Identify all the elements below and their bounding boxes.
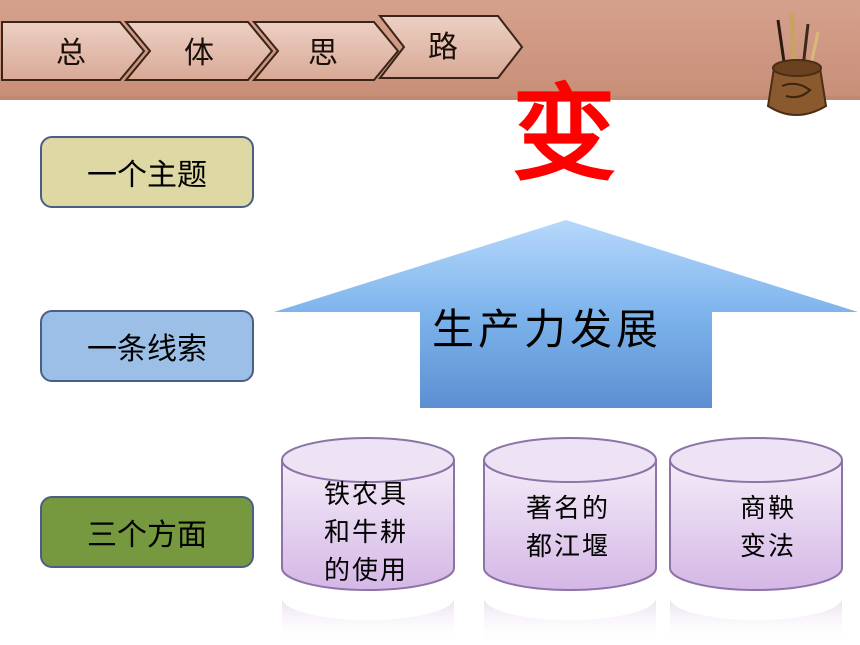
up-arrow-shape [274, 220, 858, 408]
cylinder-2-line-2: 都江堰 [525, 532, 610, 562]
thread-box: 一条线索 [40, 310, 254, 382]
step-label-2: 体 [184, 36, 214, 71]
cylinder-1-line-3: 的使用 [323, 556, 408, 586]
cylinder-1-line-2: 和牛耕 [323, 518, 408, 548]
chevron-step-3 [251, 21, 400, 81]
chevron-steps [1, 15, 524, 81]
cylinder-2 [483, 437, 657, 645]
aspects-box: 三个方面 [40, 496, 254, 568]
cylinder-3-line-1: 商鞅 [739, 494, 796, 524]
cylinder-2-text: 著名的 都江堰 [494, 490, 642, 566]
theme-box-label: 一个主题 [87, 158, 207, 193]
aspect-cylinders [281, 437, 843, 645]
cylinder-1-line-1: 铁农具 [323, 480, 408, 510]
cylinder-2-line-1: 著名的 [525, 494, 610, 524]
cylinder-3 [669, 437, 843, 645]
arrow-label: 生产力发展 [432, 305, 663, 354]
step-label-1: 总 [56, 36, 86, 71]
step-label-3: 思 [308, 36, 338, 71]
step-label-4: 路 [428, 30, 458, 65]
chevron-step-4 [377, 15, 524, 79]
brush-pen-holder-icon [766, 13, 828, 116]
theme-box: 一个主题 [40, 136, 254, 208]
cylinder-1-text: 铁农具 和牛耕 的使用 [292, 476, 440, 590]
cylinder-3-line-2: 变法 [739, 532, 796, 562]
theme-character: 变 [512, 73, 617, 195]
aspects-box-label: 三个方面 [87, 518, 207, 553]
header-divider [0, 96, 860, 100]
chevron-step-1 [1, 21, 146, 81]
chevron-step-2 [123, 21, 274, 81]
cylinder-1 [281, 437, 455, 645]
cylinder-3-text: 商鞅 变法 [694, 490, 842, 566]
thread-box-label: 一条线索 [87, 332, 207, 367]
